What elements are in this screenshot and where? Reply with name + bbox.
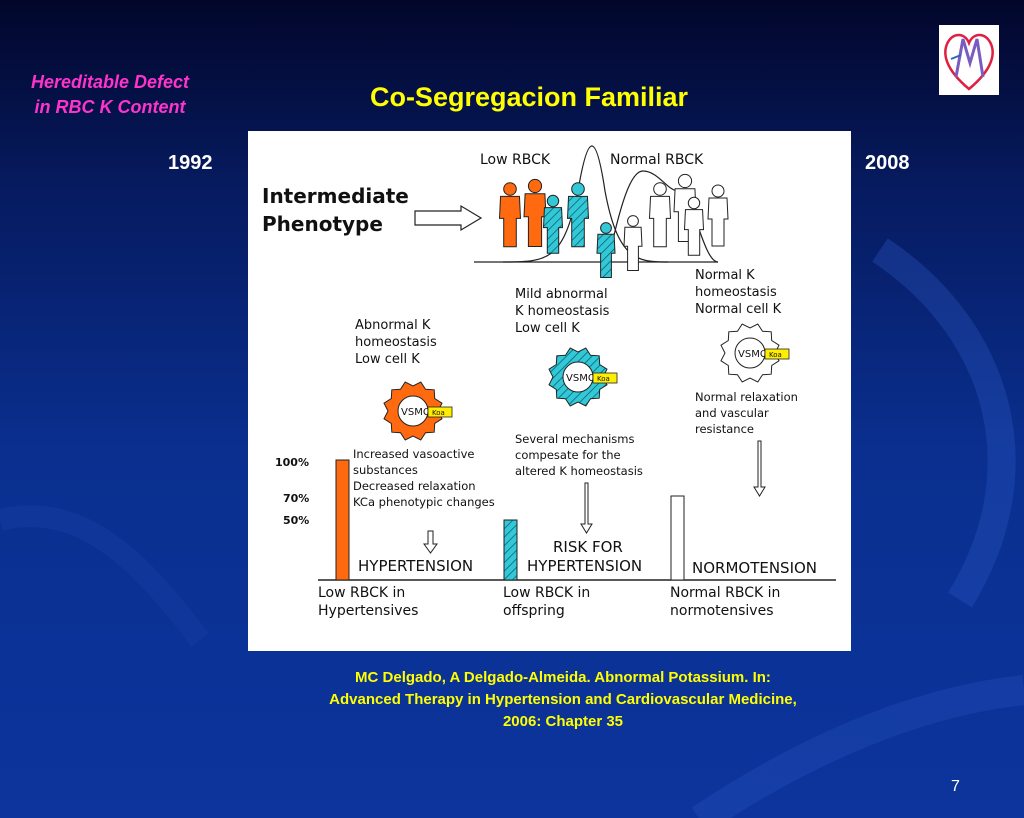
citation: MC Delgado, A Delgado-Almeida. Abnormal … (258, 667, 868, 733)
level-bar (335, 459, 350, 581)
effect-line: altered K homeostasis (515, 464, 643, 478)
year-left: 1992 (168, 152, 213, 174)
phenotype-label-line: Intermediate (262, 184, 409, 208)
bottom-label-line: normotensives (670, 603, 774, 619)
person-icon (683, 196, 705, 256)
column-low-state: Abnormal K homeostasis Low cell K (355, 318, 437, 367)
outcome-hypertension: HYPERTENSION (358, 557, 473, 575)
state-line: Low cell K (515, 321, 580, 336)
side-title-line: Hereditable Defect (30, 72, 190, 92)
state-line: Abnormal K (355, 318, 431, 333)
person-icon (566, 182, 590, 248)
page-number: 7 (951, 778, 960, 795)
diagram-figure: Low RBCK Normal RBCK Intermediate Phenot… (248, 131, 851, 651)
low-rbck-label: Low RBCK (480, 152, 551, 168)
person-icon (523, 178, 547, 247)
outcome-risk-line: RISK FOR (553, 538, 623, 556)
axis-tick-100: 100% (275, 456, 309, 469)
cell-label: VSMC (566, 373, 595, 384)
state-line: Low cell K (355, 352, 420, 367)
person-icon (623, 215, 643, 271)
citation-line: Advanced Therapy in Hypertension and Car… (329, 691, 797, 708)
side-title-line: in RBC K Content (34, 97, 186, 117)
effect-line: Normal relaxation (695, 390, 798, 404)
state-line: homeostasis (695, 285, 777, 300)
bottom-label-line: Low RBCK in (503, 585, 590, 601)
cell-label: VSMC (401, 407, 430, 418)
person-icon (648, 182, 672, 248)
column-normal-effects: Normal relaxation and vascular resistanc… (695, 390, 798, 436)
effect-line: and vascular (695, 406, 769, 420)
column-offspring-effects: Several mechanisms compesate for the alt… (515, 432, 643, 478)
level-bar (503, 519, 518, 581)
outcome-risk-line: HYPERTENSION (527, 557, 642, 575)
effect-line: compesate for the (515, 448, 621, 462)
cell-label: VSMC (738, 349, 767, 360)
effect-line: Increased vasoactive (353, 447, 474, 461)
person-icon (707, 184, 729, 247)
down-arrow-icon (423, 530, 438, 554)
state-line: homeostasis (355, 335, 437, 350)
effect-line: Decreased relaxation (353, 479, 476, 493)
down-arrow-icon (753, 440, 766, 497)
bottom-label-line: Hypertensives (318, 603, 418, 619)
effect-line: resistance (695, 422, 754, 436)
family-figures (498, 173, 729, 278)
outcome-normotension: NORMOTENSION (692, 559, 817, 577)
effect-line: KCa phenotypic changes (353, 495, 495, 509)
level-bar (670, 495, 685, 581)
phenotype-arrow (414, 204, 483, 232)
state-line: Normal cell K (695, 302, 782, 317)
state-line: K homeostasis (515, 304, 610, 319)
axis-tick-70: 70% (283, 492, 309, 505)
citation-line: 2006: Chapter 35 (502, 713, 624, 730)
axis-tick-50: 50% (283, 514, 309, 527)
column-offspring-state: Mild abnormal K homeostasis Low cell K (515, 287, 610, 336)
down-arrow-icon (580, 482, 593, 534)
normal-rbck-label: Normal RBCK (610, 152, 704, 168)
person-icon (542, 194, 564, 254)
citation-line: MC Delgado, A Delgado-Almeida. Abnormal … (355, 669, 771, 686)
person-icon (498, 182, 522, 248)
slide-title: Co-Segregacion Familiar (369, 82, 689, 112)
year-right: 2008 (865, 152, 910, 174)
state-line: Normal K (695, 268, 755, 283)
bottom-label-line: offspring (503, 603, 565, 619)
person-icon (596, 222, 616, 278)
cell-tag: Koa (432, 409, 445, 417)
state-line: Mild abnormal (515, 287, 608, 302)
bottom-label-line: Normal RBCK in (670, 585, 780, 601)
effect-line: substances (353, 463, 418, 477)
cell-tag: Koa (597, 375, 610, 383)
phenotype-label-line: Phenotype (262, 212, 383, 236)
cell-tag: Koa (769, 351, 782, 359)
side-title: Hereditable Defect in RBC K Content (10, 70, 210, 120)
bottom-label-line: Low RBCK in (318, 585, 405, 601)
column-normal-state: Normal K homeostasis Normal cell K (695, 268, 782, 317)
logo (939, 25, 999, 95)
column-low-effects: Increased vasoactive substances Decrease… (353, 447, 495, 509)
effect-line: Several mechanisms (515, 432, 635, 446)
